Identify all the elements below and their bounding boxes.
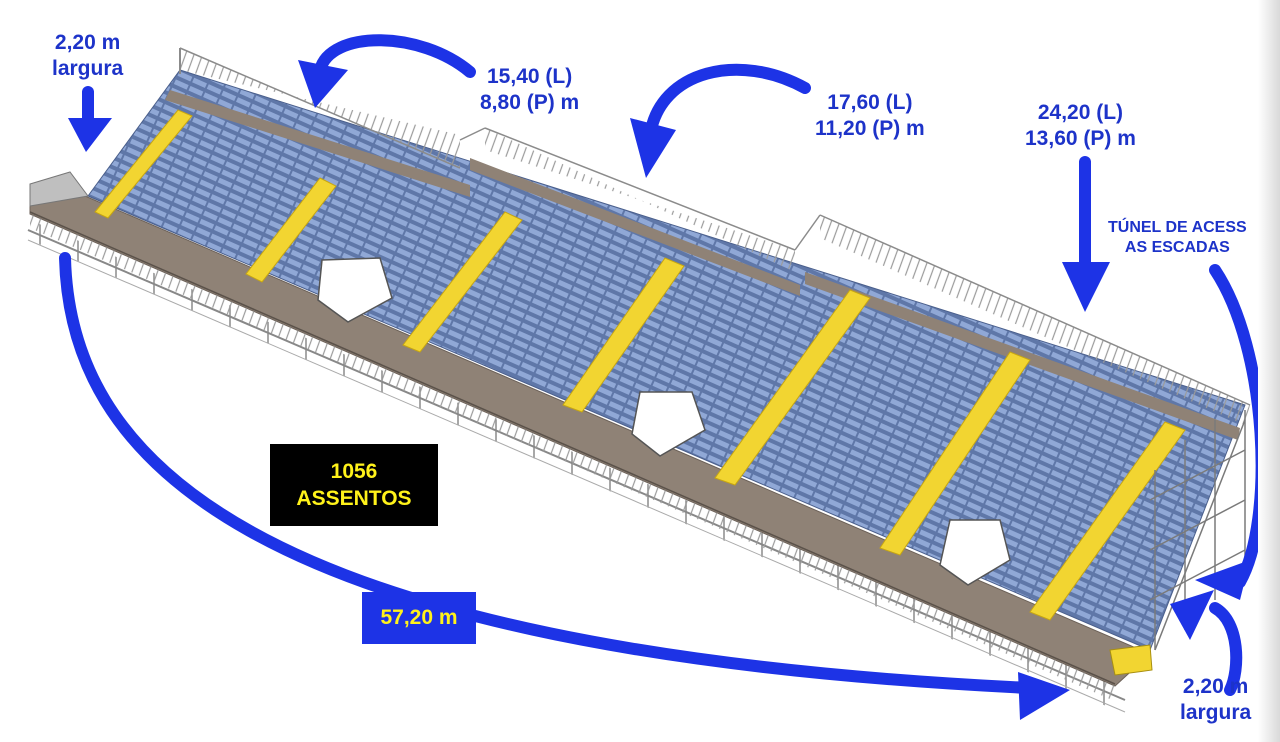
back-walkway	[470, 158, 800, 296]
back-railing	[179, 47, 1251, 425]
right-scaffold	[1149, 410, 1246, 651]
arrow-icon	[68, 60, 1250, 720]
tunnel-access-label: TÚNEL DE ACESS AS ESCADAS	[1108, 219, 1247, 256]
arrow-icon	[59, 34, 1268, 696]
page-edge-shadow	[1258, 0, 1280, 742]
back-walkway	[805, 272, 1240, 440]
access-tunnels	[317, 257, 1011, 586]
stairways	[94, 109, 1186, 621]
module-a-dimensions: 15,40 (L) 8,80 (P) m	[480, 65, 580, 115]
module-b-dimensions: 17,60 (L) 11,20 (P) m	[815, 91, 925, 141]
right-width-label: 2,20 m largura	[1180, 675, 1252, 725]
total-length-badge: 57,20 m	[362, 592, 476, 644]
right-landing	[1109, 644, 1153, 676]
seat-word: ASSENTOS	[296, 487, 412, 510]
total-length: 57,20 m	[380, 606, 458, 629]
seat-count-badge: 1056 ASSENTOS	[270, 444, 438, 526]
left-width-label: 2,20 m largura	[52, 31, 124, 81]
module-c-dimensions: 24,20 (L) 13,60 (P) m	[1025, 101, 1136, 151]
back-walkway	[165, 90, 470, 197]
seat-count: 1056	[330, 459, 378, 483]
left-landing	[29, 171, 89, 207]
